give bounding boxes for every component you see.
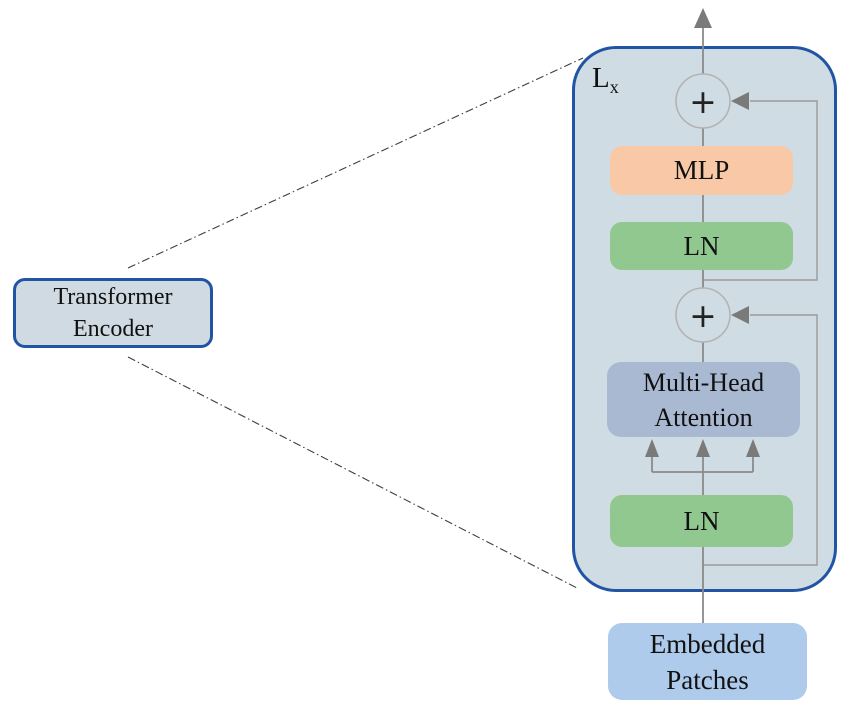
residual-line-upper <box>703 100 818 281</box>
multi-head-attention-block: Multi-Head Attention <box>607 362 800 437</box>
layernorm-top-block: LN <box>610 222 793 270</box>
loop-count-label: Lx <box>592 62 619 98</box>
fan-arrowhead-center-icon <box>696 439 710 457</box>
mha-label-line2: Attention <box>654 402 753 432</box>
add-circle-bottom <box>675 287 731 343</box>
residual-arrowhead-upper-icon <box>731 92 749 110</box>
transformer-encoder-overview-box: Transformer Encoder <box>13 278 213 348</box>
fan-arrowhead-right-icon <box>746 439 760 457</box>
zoom-guide-line-bottom <box>127 356 578 589</box>
residual-line-lower <box>703 314 818 566</box>
loop-count-subscript: x <box>609 77 619 97</box>
embedded-patches-box: Embedded Patches <box>608 623 807 700</box>
input-label-line1: Embedded <box>649 628 766 659</box>
add-symbol-bottom: + <box>689 295 717 335</box>
title-line2: Encoder <box>73 316 153 342</box>
mlp-block: MLP <box>610 146 793 195</box>
loop-count-base: L <box>592 62 610 94</box>
residual-arrowhead-lower-icon <box>731 306 749 324</box>
add-circle-top <box>675 73 731 129</box>
layernorm-bottom-block: LN <box>610 495 793 547</box>
zoom-guide-line-top <box>127 57 584 269</box>
add-symbol-top: + <box>689 81 717 121</box>
input-label-line2: Patches <box>666 664 749 695</box>
output-arrowhead-icon <box>694 8 712 28</box>
fan-arrowhead-left-icon <box>645 439 659 457</box>
mha-label-line1: Multi-Head <box>642 367 765 397</box>
title-line1: Transformer <box>53 284 173 310</box>
